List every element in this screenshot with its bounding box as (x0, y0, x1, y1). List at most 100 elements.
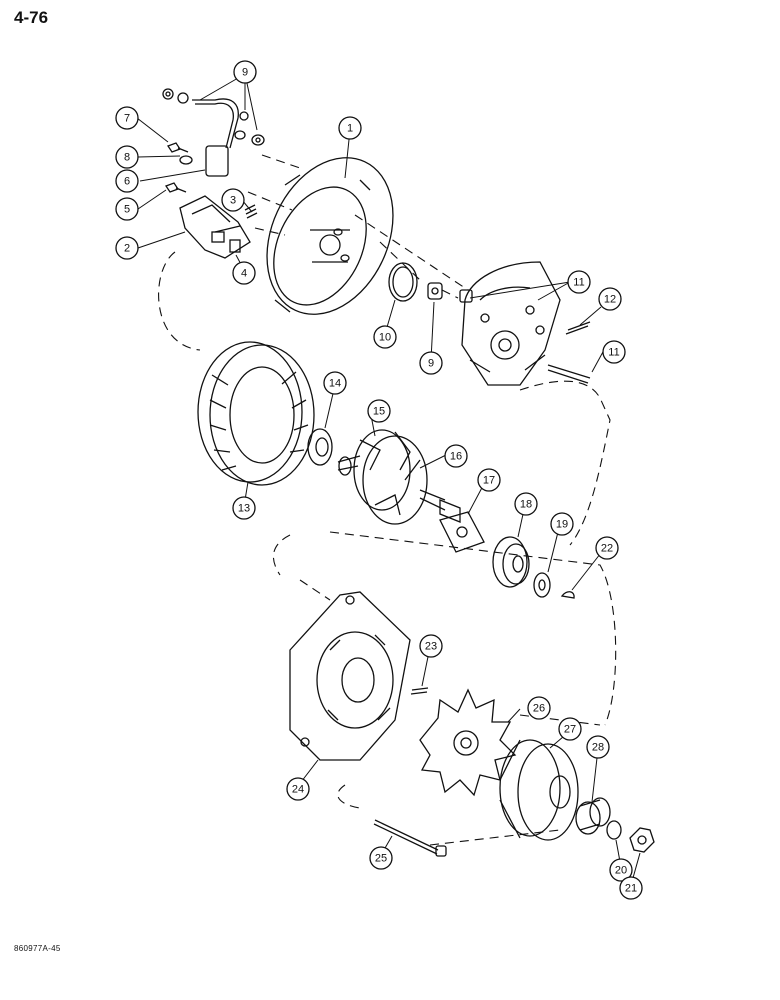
callout-7: 7 (115, 106, 139, 130)
callout-label: 6 (124, 176, 130, 188)
callout-circle (115, 197, 139, 221)
stator (197, 341, 315, 486)
callout-label: 3 (230, 195, 236, 207)
callout-circle (221, 188, 245, 212)
callout-label: 23 (425, 641, 437, 653)
lock-washer (606, 820, 622, 840)
callout-label: 4 (241, 268, 247, 280)
callout-circle (232, 496, 256, 520)
o-ring (388, 262, 418, 302)
callout-label: 16 (450, 451, 462, 463)
callout-25: 25 (369, 846, 393, 870)
callout-13: 13 (232, 496, 256, 520)
callout-1: 1 (338, 116, 362, 140)
callout-label: 5 (124, 204, 130, 216)
callout-label: 13 (238, 503, 250, 515)
callout-label: 14 (329, 378, 341, 390)
callout-22: 22 (595, 536, 619, 560)
callout-label: 9 (428, 358, 434, 370)
callout-label: 15 (373, 406, 385, 418)
callout-circle (115, 145, 139, 169)
callout-label: 21 (625, 883, 637, 895)
callout-label: 18 (520, 499, 532, 511)
callout-20: 20 (609, 858, 633, 882)
pulley (499, 739, 579, 841)
callout-27: 27 (558, 717, 582, 741)
callout-circle (323, 371, 347, 395)
callout-14: 14 (323, 371, 347, 395)
callout-label: 19 (556, 519, 568, 531)
callout-circle (419, 351, 443, 375)
callout-circle (527, 696, 551, 720)
callout-label: 9 (242, 67, 248, 79)
callout-label: 10 (379, 332, 391, 344)
callout-24: 24 (286, 777, 310, 801)
callout-label: 1 (347, 123, 353, 135)
callout-8: 8 (115, 145, 139, 169)
callout-18: 18 (514, 492, 538, 516)
callout-6: 6 (115, 169, 139, 193)
callout-11: 11 (567, 270, 591, 294)
callout-label: 25 (375, 853, 387, 865)
callout-10: 10 (373, 325, 397, 349)
document-code: 860977A-45 (14, 944, 61, 953)
rear-bearing (307, 428, 333, 466)
callout-circle (586, 735, 610, 759)
callout-26: 26 (527, 696, 551, 720)
callout-5: 5 (115, 197, 139, 221)
callout-label: 7 (124, 113, 130, 125)
brush-holder (179, 195, 251, 259)
through-bolt (373, 819, 447, 857)
callout-label: 22 (601, 543, 613, 555)
callout-label: 24 (292, 784, 304, 796)
front-bearing (492, 536, 530, 588)
callout-circle (598, 287, 622, 311)
rectifier-plate (459, 261, 591, 386)
terminal-nut (427, 282, 443, 300)
callout-label: 27 (564, 724, 576, 736)
callout-circle (550, 512, 574, 536)
callout-circle (115, 169, 139, 193)
callout-19: 19 (550, 512, 574, 536)
callout-9: 9 (233, 60, 257, 84)
callout-circle (602, 340, 626, 364)
callout-16: 16 (444, 444, 468, 468)
fan (419, 688, 517, 797)
callout-circle (115, 236, 139, 260)
callout-circle (286, 777, 310, 801)
drive-end-housing (289, 591, 411, 761)
assembly-guide-lines (158, 154, 617, 846)
callout-circle (233, 60, 257, 84)
callout-circle (369, 846, 393, 870)
callout-11: 11 (602, 340, 626, 364)
callout-12: 12 (598, 287, 622, 311)
bushing (575, 797, 611, 835)
callout-circle (419, 634, 443, 658)
callout-2: 2 (115, 236, 139, 260)
spacer (533, 572, 551, 598)
woodruff-key (560, 591, 575, 599)
callout-15: 15 (367, 399, 391, 423)
screw-23 (410, 687, 429, 695)
wire-harness (162, 88, 265, 177)
callout-label: 11 (608, 347, 619, 359)
callout-circle (232, 261, 256, 285)
leader-lines (136, 73, 641, 886)
callout-circle (619, 876, 643, 900)
callout-label: 12 (604, 294, 616, 306)
callout-circle (373, 325, 397, 349)
callout-circle (477, 468, 501, 492)
callout-9: 9 (419, 351, 443, 375)
callout-circle (338, 116, 362, 140)
callout-label: 20 (615, 865, 627, 877)
page-number: 4-76 (14, 8, 49, 27)
callout-label: 2 (124, 243, 130, 255)
callout-23: 23 (419, 634, 443, 658)
callout-circle (514, 492, 538, 516)
callout-label: 17 (483, 475, 495, 487)
callout-circle (115, 106, 139, 130)
callout-circle (609, 858, 633, 882)
rotor (337, 429, 461, 525)
callout-label: 11 (573, 277, 584, 289)
